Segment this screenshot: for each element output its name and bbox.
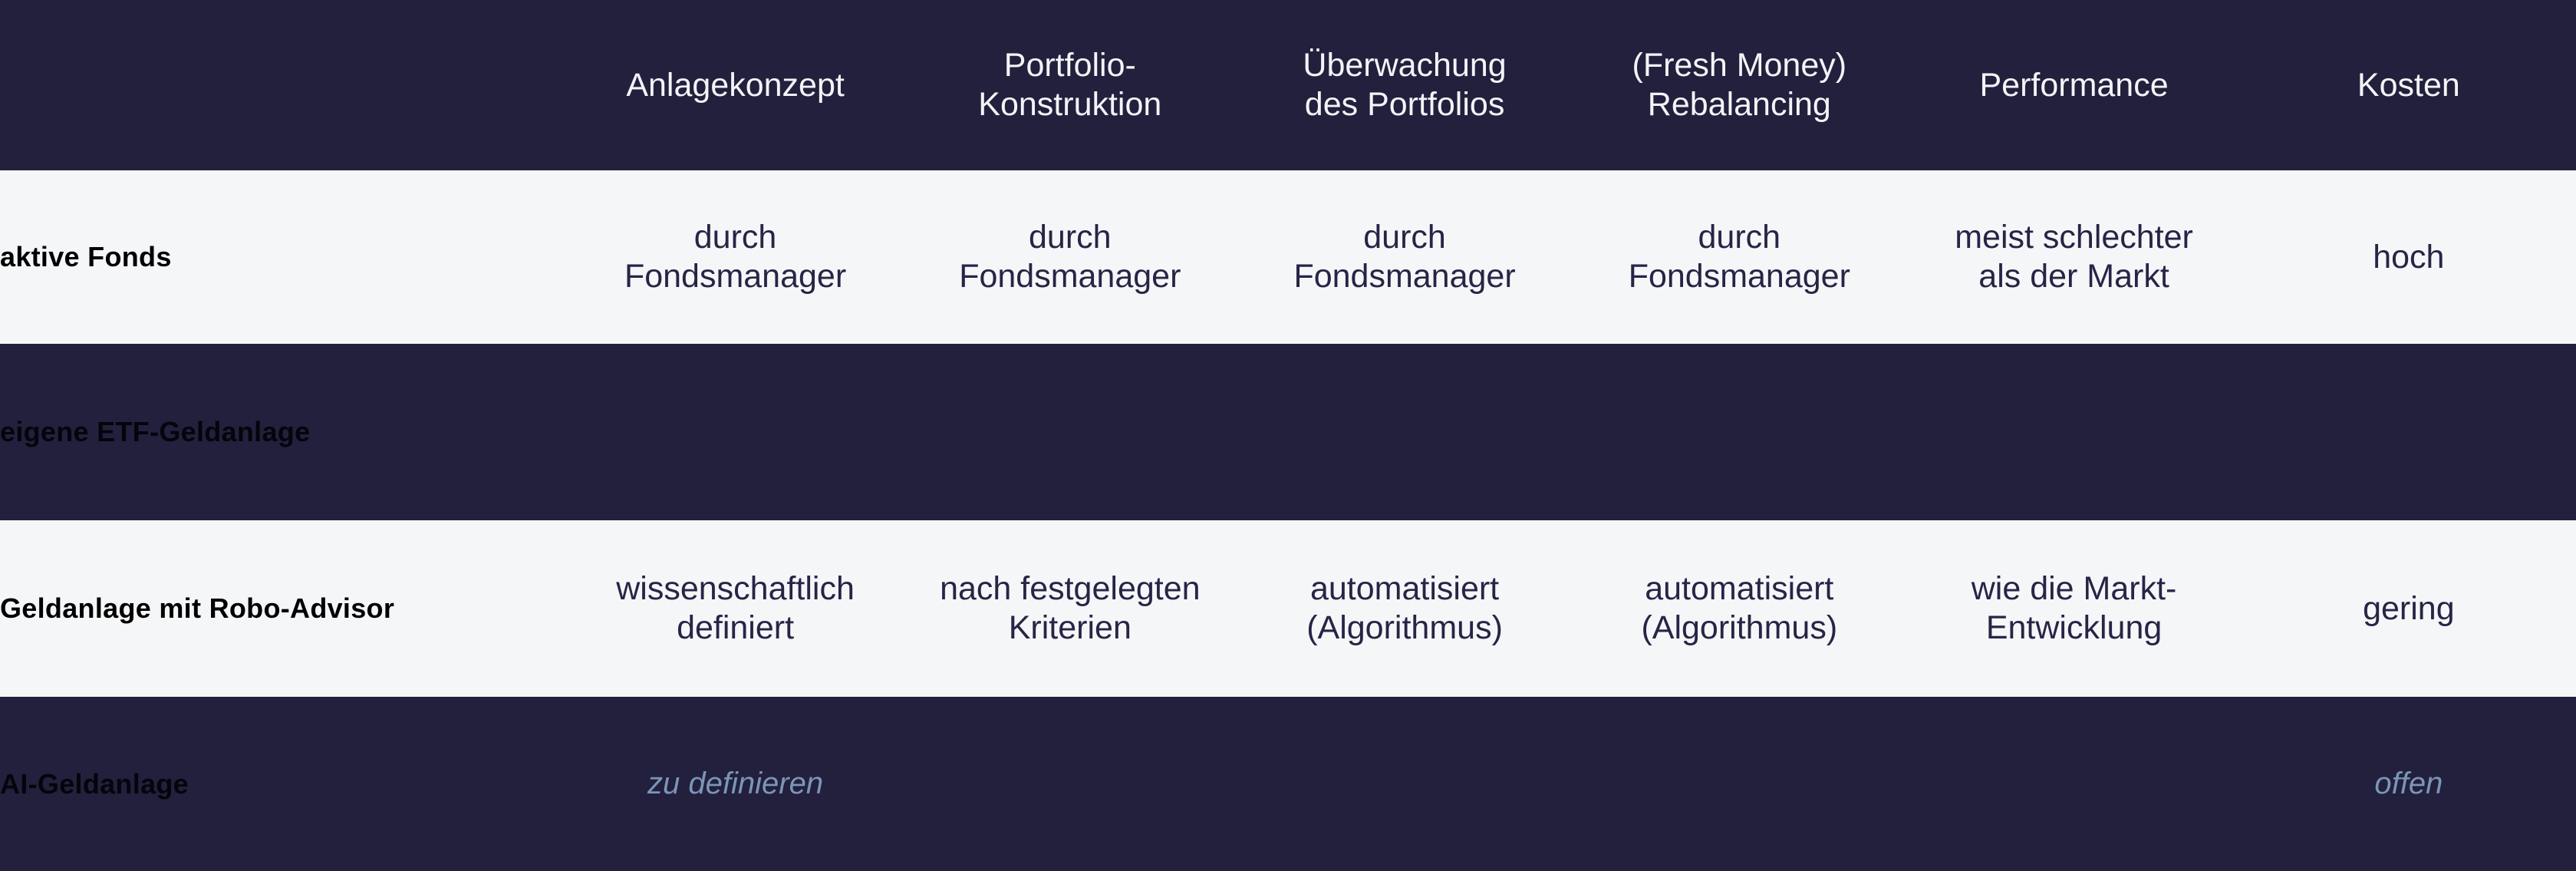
cell-line: definiert: [677, 609, 795, 646]
cell-line: Kriterien: [1008, 609, 1132, 646]
cell-eigene-etf-rebalancing: [1572, 344, 1906, 520]
table-body: aktive Fonds durch Fondsmanager durch Fo…: [0, 170, 2576, 871]
cell-line: Fondsmanager: [1293, 258, 1516, 295]
column-header-anlagekonzept: Anlagekonzept: [568, 0, 902, 170]
cell-robo-advisor-rebalancing: automatisiert (Algorithmus): [1572, 520, 1906, 697]
cell-robo-advisor-performance: wie die Markt- Entwicklung: [1906, 520, 2241, 697]
table-row: aktive Fonds durch Fondsmanager durch Fo…: [0, 170, 2576, 344]
cell-line: Entwicklung: [1985, 609, 2163, 646]
cell-eigene-etf-portfolio-konstruktion: [903, 344, 1237, 520]
cell-line: (Algorithmus): [1306, 609, 1503, 646]
cell-line: hoch: [2373, 238, 2445, 275]
column-header-kosten-line-1: Kosten: [2357, 66, 2460, 104]
cell-line: Fondsmanager: [624, 258, 847, 295]
cell-line: zu definieren: [647, 766, 824, 800]
cell-line: automatisiert: [1309, 570, 1500, 608]
column-header-anlagekonzept-line-1: Anlagekonzept: [626, 66, 845, 104]
cell-aktive-fonds-kosten: hoch: [2242, 170, 2576, 344]
row-label-aktive-fonds: aktive Fonds: [0, 241, 172, 273]
column-header-ueberwachung-des-portfolios: Überwachung des Portfolios: [1237, 0, 1572, 170]
column-header-portfolio-konstruktion-line-2: Konstruktion: [978, 86, 1162, 123]
cell-line: (Algorithmus): [1641, 609, 1838, 646]
cell-eigene-etf-ueberwachung: [1237, 344, 1572, 520]
table-row: eigene ETF-Geldanlage: [0, 344, 2576, 520]
cell-line: wie die Markt-: [1971, 570, 2177, 608]
table-row: Geldanlage mit Robo-Advisor wissenschaft…: [0, 520, 2576, 697]
column-header-rowlabel: [0, 0, 568, 170]
column-header-portfolio-konstruktion: Portfolio- Konstruktion: [903, 0, 1237, 170]
column-header-fresh-money-rebalancing: (Fresh Money) Rebalancing: [1572, 0, 1906, 170]
cell-line: durch: [1029, 219, 1112, 256]
cell-line: Fondsmanager: [959, 258, 1181, 295]
cell-aktive-fonds-rebalancing: durch Fondsmanager: [1572, 170, 1906, 344]
row-label-ai-geldanlage: AI-Geldanlage: [0, 767, 189, 800]
table-row: AI-Geldanlage zu definieren offen: [0, 697, 2576, 871]
column-header-performance: Performance: [1906, 0, 2241, 170]
cell-aktive-fonds-performance: meist schlechter als der Markt: [1906, 170, 2241, 344]
cell-line: meist schlechter: [1955, 219, 2193, 256]
cell-robo-advisor-ueberwachung: automatisiert (Algorithmus): [1237, 520, 1572, 697]
row-label-eigene-etf-geldanlage: eigene ETF-Geldanlage: [0, 416, 311, 448]
column-header-portfolio-konstruktion-line-1: Portfolio-: [1003, 47, 1136, 84]
cell-aktive-fonds-portfolio-konstruktion: durch Fondsmanager: [903, 170, 1237, 344]
cell-ai-geldanlage-rebalancing: [1572, 697, 1906, 871]
cell-robo-advisor-anlagekonzept: wissenschaftlich definiert: [568, 520, 902, 697]
cell-eigene-etf-performance: [1906, 344, 2241, 520]
cell-ai-geldanlage-portfolio-konstruktion: [903, 697, 1237, 871]
cell-ai-geldanlage-ueberwachung: [1237, 697, 1572, 871]
column-header-kosten: Kosten: [2242, 0, 2576, 170]
cell-line: als der Markt: [1978, 258, 2169, 295]
cell-ai-geldanlage-anlagekonzept: zu definieren: [568, 697, 902, 871]
cell-robo-advisor-portfolio-konstruktion: nach festgelegten Kriterien: [903, 520, 1237, 697]
cell-line: automatisiert: [1645, 570, 1834, 608]
column-header-rebalancing-line-1: (Fresh Money): [1632, 47, 1847, 84]
cell-line: durch: [1363, 219, 1446, 256]
cell-eigene-etf-kosten: [2242, 344, 2576, 520]
column-header-performance-line-1: Performance: [1979, 66, 2169, 104]
cell-line: gering: [2363, 589, 2455, 627]
cell-line: durch: [1698, 219, 1781, 256]
cell-eigene-etf-anlagekonzept: [568, 344, 902, 520]
column-header-ueberwachung-line-1: Überwachung: [1303, 47, 1507, 84]
column-header-rebalancing-line-2: Rebalancing: [1647, 86, 1831, 123]
table-header: Anlagekonzept Portfolio- Konstruktion Üb…: [0, 0, 2576, 170]
cell-line: offen: [2374, 766, 2443, 800]
cell-ai-geldanlage-performance: [1906, 697, 2241, 871]
cell-line: Fondsmanager: [1628, 258, 1850, 295]
cell-aktive-fonds-ueberwachung: durch Fondsmanager: [1237, 170, 1572, 344]
cell-aktive-fonds-anlagekonzept: durch Fondsmanager: [568, 170, 902, 344]
cell-line: durch: [693, 219, 777, 256]
row-label-geldanlage-mit-robo-advisor: Geldanlage mit Robo-Advisor: [0, 592, 395, 625]
cell-line: nach festgelegten: [940, 570, 1201, 608]
cell-ai-geldanlage-kosten: offen: [2242, 697, 2576, 871]
cell-line: wissenschaftlich: [616, 570, 855, 608]
column-header-ueberwachung-line-2: des Portfolios: [1304, 86, 1505, 123]
header-row: Anlagekonzept Portfolio- Konstruktion Üb…: [0, 0, 2576, 170]
cell-robo-advisor-kosten: gering: [2242, 520, 2576, 697]
